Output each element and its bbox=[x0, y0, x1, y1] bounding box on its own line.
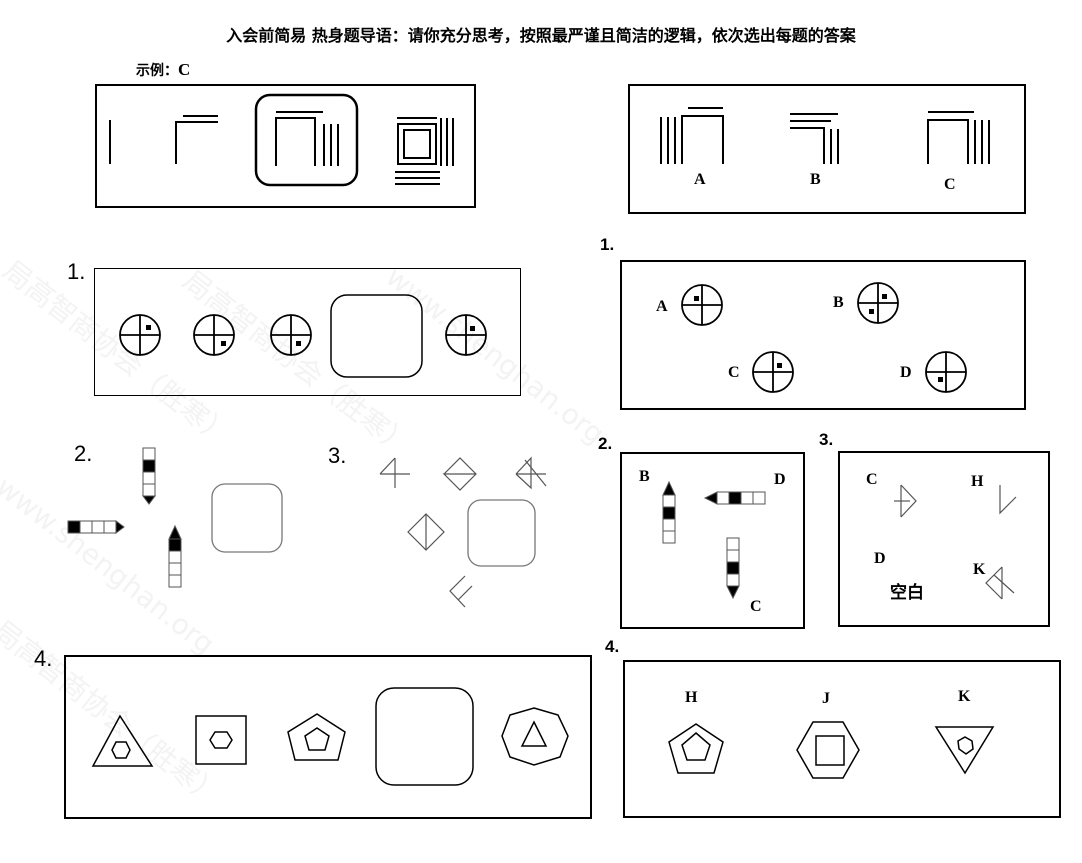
q2-option-c[interactable]: C bbox=[750, 598, 762, 615]
q2-option-d[interactable]: D bbox=[774, 471, 786, 488]
example-option-c[interactable]: C bbox=[944, 176, 956, 193]
q3-sequence-figures bbox=[379, 456, 547, 608]
q4-answer-number: 4. bbox=[605, 637, 620, 656]
q4-sequence-figures bbox=[91, 687, 569, 786]
q1-sequence-figures bbox=[119, 294, 487, 378]
q2-options-box bbox=[620, 452, 805, 629]
q2-sequence-figures bbox=[67, 447, 283, 588]
q3-number: 3. bbox=[328, 443, 347, 468]
q1-answer-number: 1. bbox=[600, 235, 615, 254]
example-sequence-figures bbox=[109, 93, 454, 187]
q1-sequence-box bbox=[94, 268, 521, 396]
q3-options-box bbox=[838, 451, 1050, 627]
example-option-a[interactable]: A bbox=[694, 171, 706, 188]
example-label-text: 示例： bbox=[136, 63, 178, 79]
q3-option-h[interactable]: H bbox=[971, 473, 984, 490]
example-answer: C bbox=[178, 60, 191, 79]
q1-option-b[interactable]: B bbox=[833, 294, 844, 311]
example-options-figures bbox=[660, 107, 990, 164]
q3-options-figures bbox=[894, 484, 1017, 600]
q1-option-a[interactable]: A bbox=[656, 298, 668, 315]
q4-options-box bbox=[623, 660, 1061, 818]
q4-options-figures bbox=[668, 721, 995, 779]
q3-option-c[interactable]: C bbox=[866, 471, 878, 488]
q1-options-box bbox=[620, 260, 1026, 410]
example-option-b[interactable]: B bbox=[810, 171, 821, 188]
q2-answer-number: 2. bbox=[598, 434, 613, 453]
q1-option-c[interactable]: C bbox=[728, 364, 740, 381]
q2-number: 2. bbox=[74, 441, 93, 466]
q4-option-j[interactable]: J bbox=[822, 690, 830, 707]
q2-option-b[interactable]: B bbox=[639, 468, 650, 485]
q4-option-k[interactable]: K bbox=[958, 688, 971, 705]
q3-answer-number: 3. bbox=[819, 430, 834, 449]
example-sequence-box bbox=[95, 84, 476, 208]
q2-options-figures bbox=[662, 480, 766, 600]
q3-blank-label: 空白 bbox=[890, 583, 924, 603]
q1-number: 1. bbox=[67, 259, 86, 284]
example-label: 示例：C bbox=[136, 60, 190, 80]
q3-option-d[interactable]: D bbox=[874, 550, 886, 567]
q4-number: 4. bbox=[34, 646, 53, 671]
page-title: 入会前简易 热身题导语：请你充分思考，按照最严谨且简洁的逻辑，依次选出每题的答案 bbox=[226, 26, 856, 45]
q1-option-d[interactable]: D bbox=[900, 364, 912, 381]
q4-option-h[interactable]: H bbox=[685, 689, 698, 706]
q1-options-figures bbox=[681, 282, 967, 393]
q3-option-k[interactable]: K bbox=[973, 561, 986, 578]
q4-sequence-box bbox=[64, 655, 592, 819]
example-options-box bbox=[628, 84, 1026, 214]
